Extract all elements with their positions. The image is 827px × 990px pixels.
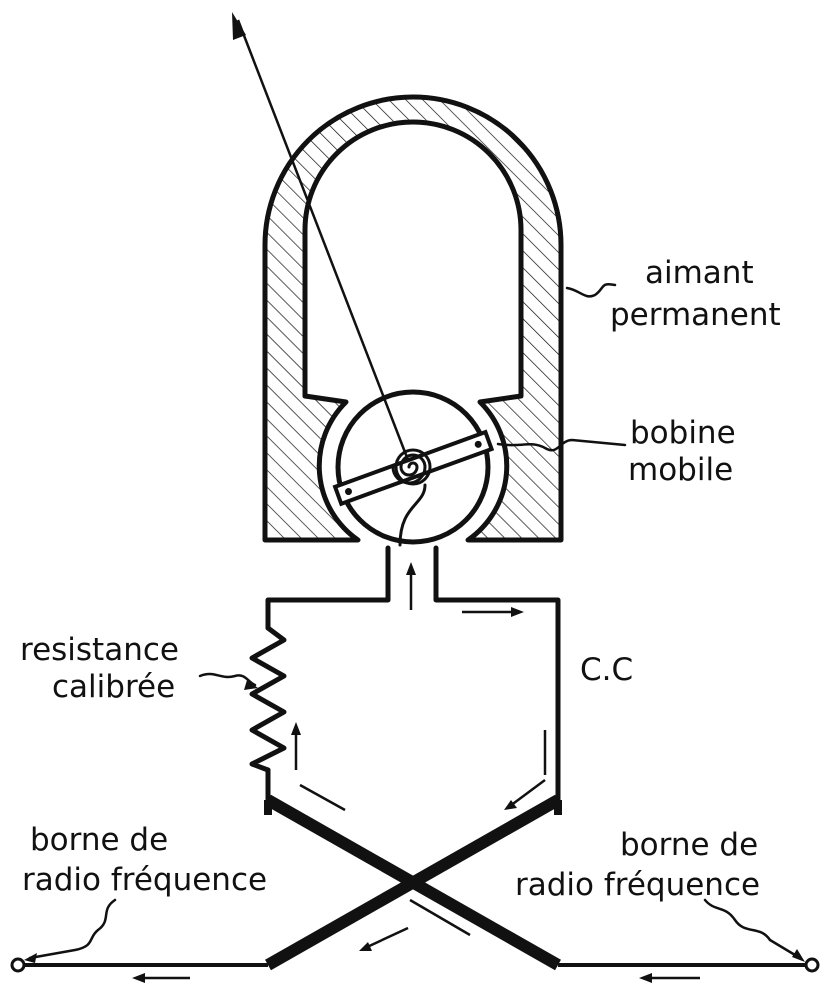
magnet-label-line1: aimant [645,255,754,291]
right-terminal-label-line1: borne de [620,827,758,863]
resistor-label-line1: resistance [20,632,179,668]
labels: aimant permanent bobine mobile resistanc… [20,255,781,903]
circuit-wires [265,545,561,803]
permanent-magnet [262,94,564,543]
pointer-needle [232,12,410,461]
resistor-label-line2: calibrée [52,669,175,705]
right-terminal-label-line2: radio fréquence [515,867,760,903]
right-terminal [804,957,820,973]
coil-label-line2: mobile [628,452,733,488]
magnet-label-line2: permanent [610,297,781,333]
coil-label-line1: bobine [630,415,736,451]
dc-label: C.C [580,652,633,688]
left-terminal-label-line2: radio fréquence [22,862,267,898]
crossed-conductors [264,794,562,971]
calibrated-resistor [249,625,287,773]
left-terminal-label-line1: borne de [30,822,168,858]
moving-coil [332,389,495,547]
leader-lines [24,283,805,963]
left-terminal [10,957,26,973]
current-arrows [132,562,700,983]
rf-terminal-leads [10,957,820,973]
